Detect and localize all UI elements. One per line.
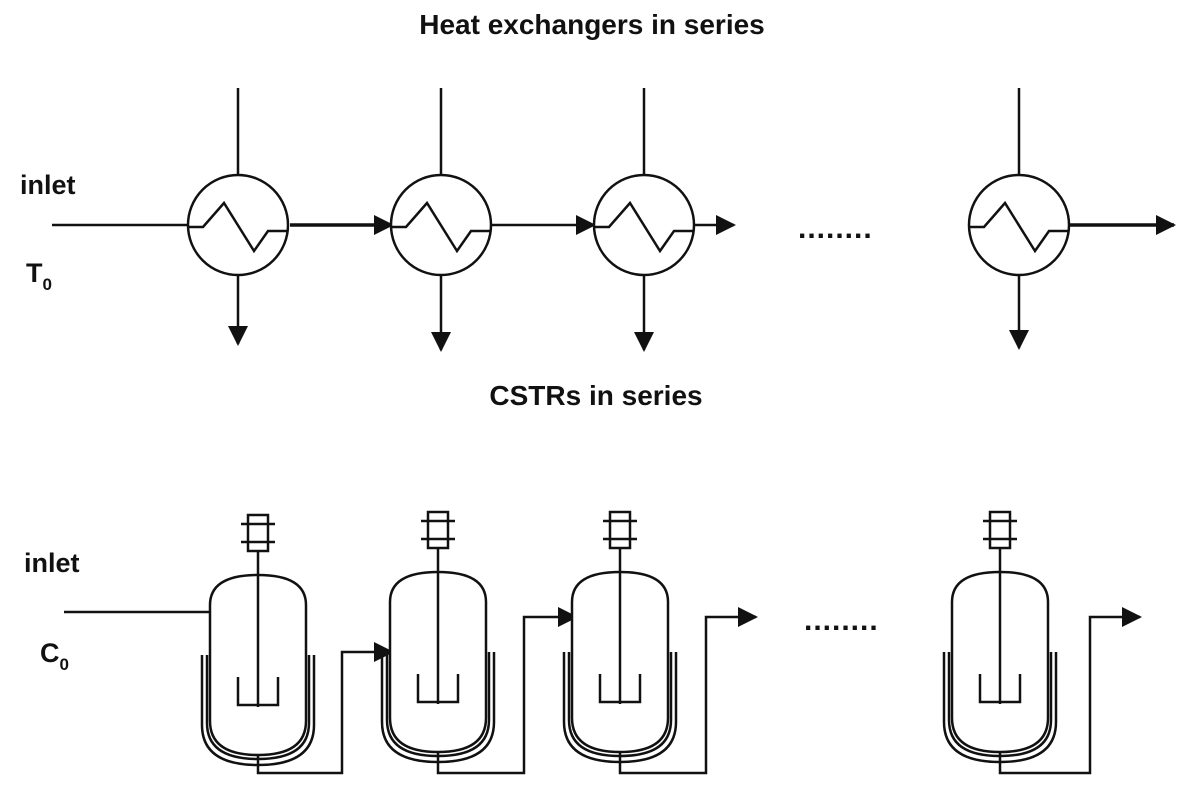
cstr-3 [562,510,678,764]
heat-exchanger-2 [389,88,493,352]
heat-exchanger-n [967,88,1071,350]
heat-exchanger-3 [592,88,696,352]
cstr-ellipsis: ........ [804,604,879,637]
cstr-stream-1-2 [256,642,394,775]
hx-inlet-variable: T0 [26,258,52,294]
cstr-2 [380,510,496,764]
hx-ellipsis: ........ [798,212,873,245]
cstr-inlet-label: inlet [24,548,80,578]
cstr-1 [200,513,316,767]
cstr-outlet-stream-3 [618,607,758,775]
cstrs-title: CSTRs in series [489,380,702,411]
cstr-inlet-variable: C0 [40,638,69,674]
cstr-final-outlet [998,607,1142,775]
heat-exchanger-1 [186,88,290,346]
cstr-stream-2-3 [436,607,578,775]
hx-inlet-label: inlet [20,170,76,200]
heat-exchangers-title: Heat exchangers in series [419,9,765,40]
cstr-n [942,510,1058,764]
